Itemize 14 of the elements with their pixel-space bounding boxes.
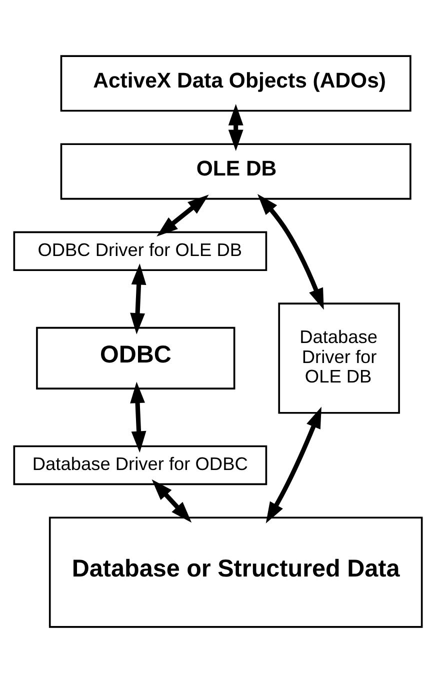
node-box: ActiveX Data Objects (ADOs) [60,55,412,112]
node-box: OLE DB [60,143,412,200]
node-box: Database Driver for OLE DB [278,302,400,414]
node-box: ODBC Driver for OLE DB [13,231,268,272]
arrow [266,406,322,524]
arrow [228,104,244,152]
arrow [156,194,209,236]
arrow [152,479,192,523]
arrow [130,382,146,453]
node-box: Database or Structured Data [48,516,423,628]
node-box: ODBC [36,326,236,390]
arrow [257,194,324,310]
arrow [130,263,146,334]
node-box: Database Driver for ODBC [13,445,268,486]
